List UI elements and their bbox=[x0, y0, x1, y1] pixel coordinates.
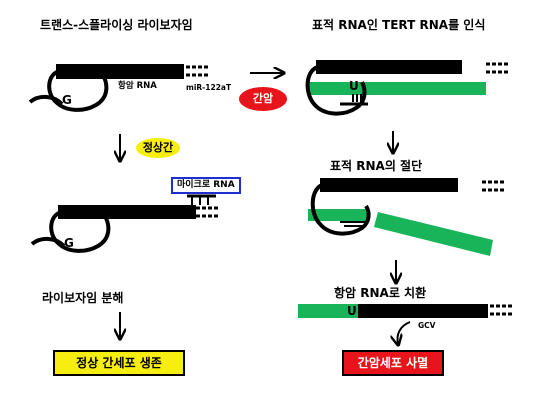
ribozyme-with-microrna bbox=[30, 194, 218, 253]
mir-label: miR-122aT bbox=[186, 83, 232, 92]
cleavage-graphic bbox=[308, 178, 506, 256]
ribozyme-top-left bbox=[28, 64, 210, 112]
tert-rna-strand bbox=[308, 82, 486, 95]
ribozyme-top-right bbox=[305, 60, 510, 116]
cancer-liver-badge: 간암 bbox=[239, 87, 287, 111]
u-label-top: U bbox=[349, 79, 359, 93]
anticancer-rna-label: 항암 RNA bbox=[118, 81, 157, 91]
cleavage-title: 표적 RNA의 절단 bbox=[330, 159, 423, 173]
g-label-top: G bbox=[62, 93, 72, 107]
degradation-title: 라이보자임 분해 bbox=[42, 291, 124, 305]
gcv-arrow bbox=[398, 321, 411, 344]
replacement-strand bbox=[298, 304, 514, 318]
u-label-bottom: U bbox=[347, 304, 357, 318]
normal-survival-box: 정상 간세포 생존 bbox=[53, 350, 185, 376]
gcv-label: GCV bbox=[418, 321, 436, 330]
left-panel-title: 트랜스-스플라이싱 라이보자임 bbox=[40, 18, 193, 32]
normal-liver-badge: 정상간 bbox=[136, 138, 180, 158]
microrna-label: 마이크로 RNA bbox=[171, 177, 241, 194]
g-label-middle: G bbox=[64, 236, 74, 250]
cancer-death-box: 간암세포 사멸 bbox=[342, 350, 444, 376]
replacement-title: 항암 RNA로 치환 bbox=[334, 286, 427, 300]
right-panel-title: 표적 RNA인 TERT RNA를 인식 bbox=[312, 18, 486, 32]
